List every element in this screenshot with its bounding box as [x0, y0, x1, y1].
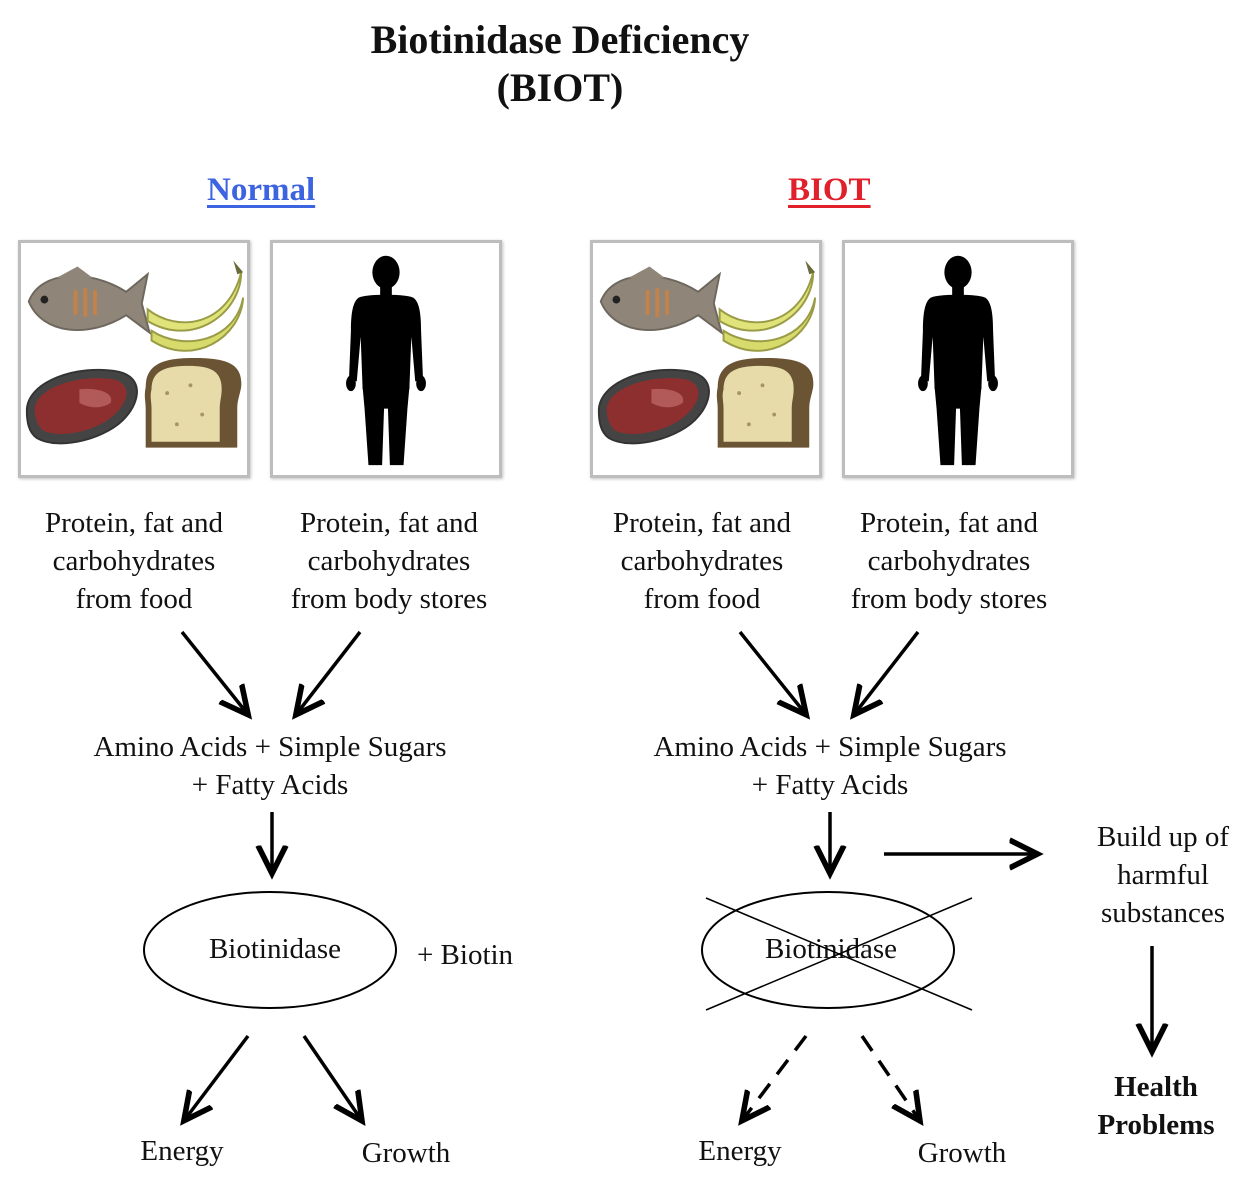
biotin-cofactor: + Biotin	[416, 939, 514, 971]
arrow-enzyme-to-energy	[186, 1034, 250, 1118]
biot-nutrients: Amino Acids + Simple Sugars + Fatty Acid…	[653, 731, 1007, 801]
biot-body-caption: Protein, fat and carbohydrates from body…	[850, 507, 1048, 615]
normal-growth-label: Growth	[361, 1137, 451, 1169]
normal-energy-label: Energy	[140, 1135, 224, 1167]
biot-enzyme-label: Biotinidase	[764, 933, 898, 965]
diagram-title: Biotinidase Deficiency (BIOT)	[0, 16, 1120, 112]
food-illustration	[25, 260, 245, 448]
biot-growth-label: Growth	[917, 1137, 1007, 1169]
normal-heading: Normal	[207, 172, 316, 208]
banana-icon	[146, 260, 245, 352]
arrow-biot-stores-to-nutrients	[856, 630, 920, 712]
biot-heading: BIOT	[788, 172, 871, 208]
title-line-1: Biotinidase Deficiency	[370, 17, 750, 62]
biot-body-panel	[842, 240, 1074, 478]
normal-body-panel	[270, 240, 502, 478]
dashed-arrow-to-growth	[860, 1035, 918, 1118]
title-line-2: (BIOT)	[496, 65, 624, 110]
arrow-food-to-nutrients	[180, 630, 246, 712]
dashed-arrow-to-energy	[744, 1034, 808, 1118]
normal-food-caption: Protein, fat and carbohydrates from food	[45, 507, 223, 615]
bread-icon	[144, 358, 242, 448]
arrow-stores-to-nutrients	[298, 630, 362, 712]
steak-icon	[597, 368, 710, 445]
arrow-biot-food-to-nutrients	[738, 630, 804, 712]
fish-icon	[599, 266, 724, 336]
normal-body-caption: Protein, fat and carbohydrates from body…	[290, 507, 488, 615]
buildup-text: Build up of harmful substances	[1096, 821, 1230, 929]
biot-food-caption: Protein, fat and carbohydrates from food	[613, 507, 791, 615]
normal-food-panel	[18, 240, 250, 478]
biot-food-panel	[590, 240, 822, 478]
food-illustration	[597, 260, 817, 448]
biot-energy-label: Energy	[698, 1135, 782, 1167]
health-problems-text: Health Problems	[1097, 1071, 1215, 1141]
arrow-enzyme-to-growth	[302, 1035, 360, 1118]
fish-icon	[27, 266, 152, 336]
bread-icon	[716, 358, 814, 448]
human-silhouette-icon	[918, 255, 998, 466]
normal-nutrients: Amino Acids + Simple Sugars + Fatty Acid…	[93, 731, 447, 801]
human-silhouette-icon	[346, 255, 426, 466]
banana-icon	[718, 260, 817, 352]
steak-icon	[25, 368, 138, 445]
normal-enzyme-label: Biotinidase	[208, 933, 342, 965]
